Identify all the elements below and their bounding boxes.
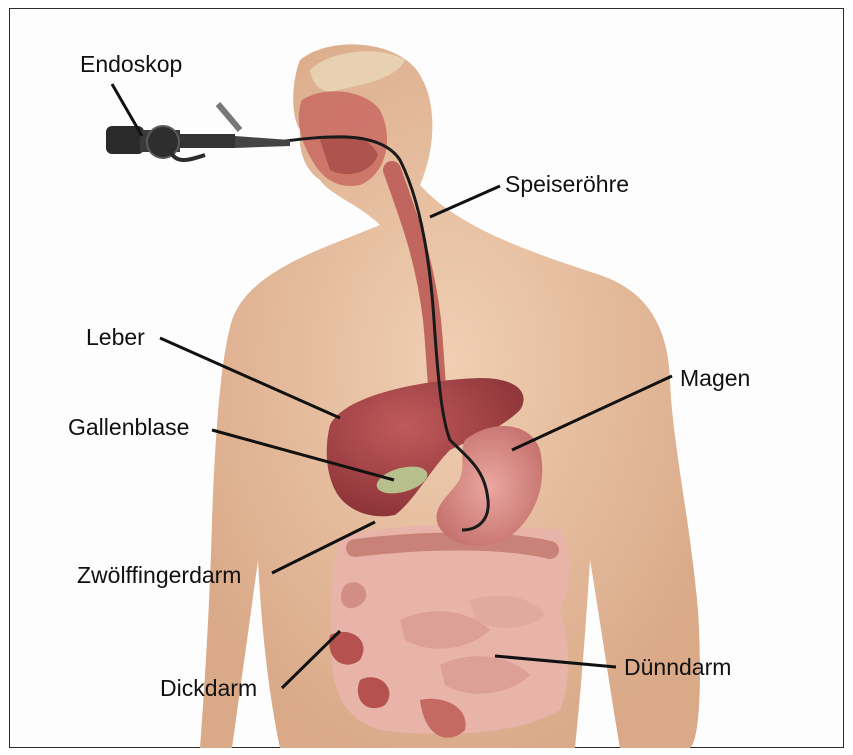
label-endoscope: Endoskop (80, 53, 182, 76)
endoscope-device (106, 104, 290, 160)
label-stomach: Magen (680, 367, 750, 390)
label-esophagus: Speiseröhre (505, 173, 629, 196)
esophagus-leader (430, 186, 500, 217)
label-gallbladder: Gallenblase (68, 416, 189, 439)
label-duodenum: Zwölffingerdarm (77, 564, 241, 587)
label-small-intestine: Dünndarm (624, 656, 731, 679)
intestines (329, 525, 569, 738)
label-liver: Leber (86, 326, 145, 349)
label-large-intestine: Dickdarm (160, 677, 257, 700)
